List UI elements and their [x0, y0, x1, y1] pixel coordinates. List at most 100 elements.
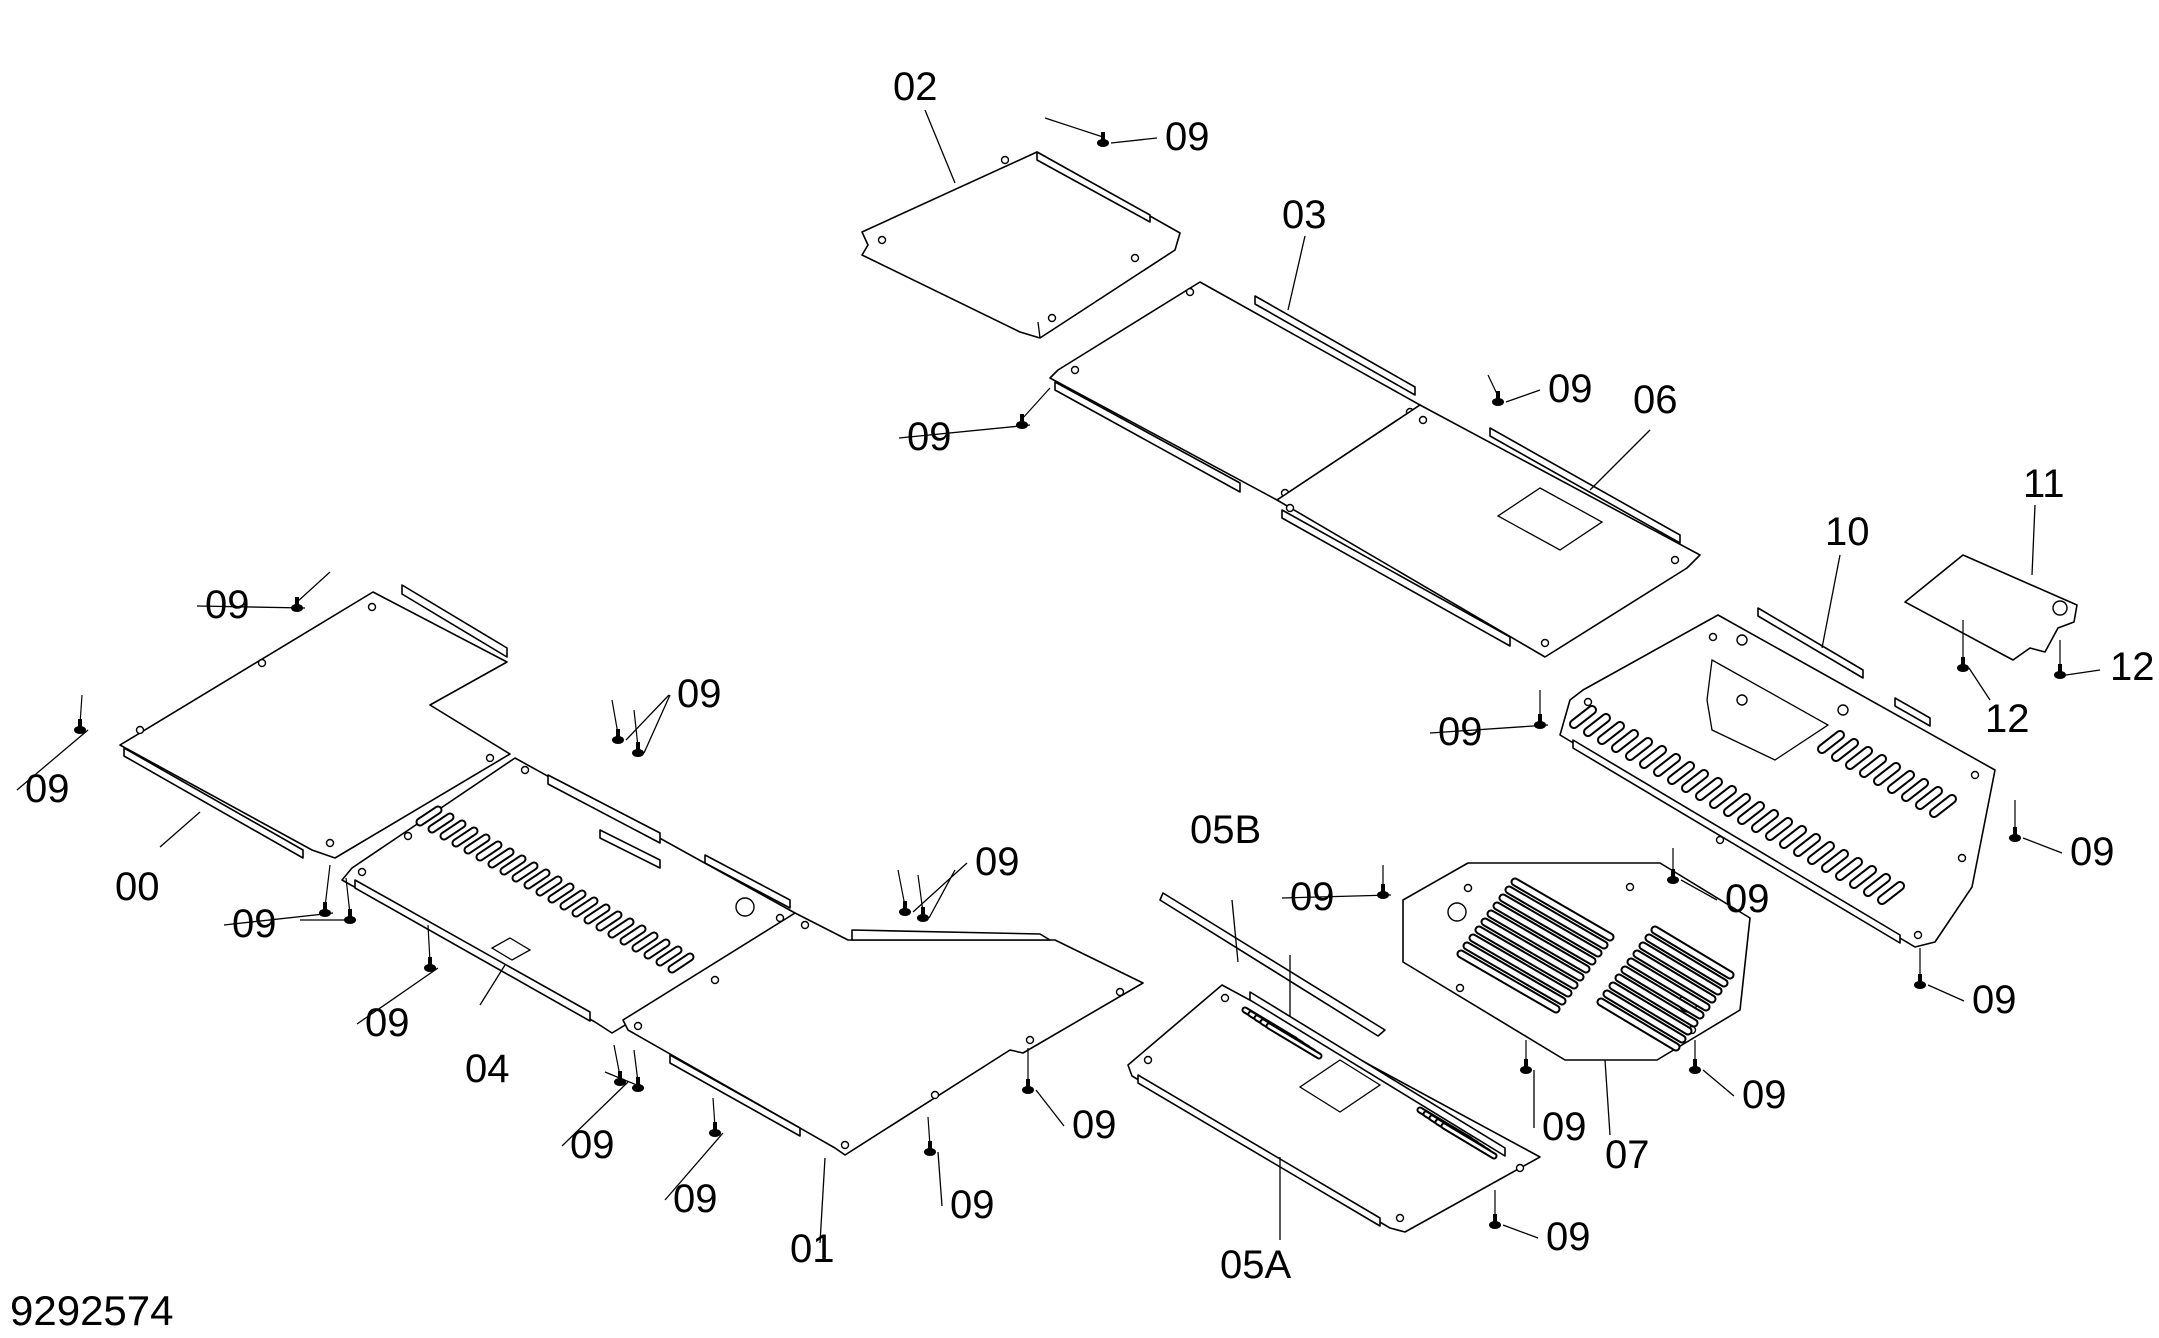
vent-slot-inner	[1506, 887, 1607, 948]
vent-slot-inner	[645, 940, 669, 958]
vent-slot-inner	[417, 807, 441, 825]
leader-line	[643, 694, 671, 754]
vent-slot-inner	[669, 954, 693, 972]
label-09: 09	[232, 902, 277, 946]
vent-slot-inner	[597, 912, 621, 930]
vent-slot-inner	[1571, 707, 1595, 727]
vent-slot-inner	[1494, 903, 1595, 964]
plate-04	[341, 757, 796, 1034]
bolt-09	[16, 694, 89, 791]
vent-slots-04	[415, 805, 695, 974]
vent-slot-inner	[1879, 883, 1903, 903]
bolt-09	[632, 709, 644, 757]
label-09: 09	[1072, 1103, 1117, 1147]
vent-slot-inner	[1627, 739, 1651, 759]
label-09: 09	[1438, 710, 1483, 754]
vent-slot-inner	[1610, 983, 1691, 1034]
plate-02	[861, 151, 1181, 339]
label-12a: 12	[1985, 697, 2030, 741]
part-labels: 02 03 06 10 11 12 12 05B 05A 07 00 04 01…	[10, 65, 2155, 1334]
drawing-number: 9292574	[10, 1287, 174, 1334]
vent-slot-inner	[1889, 772, 1913, 792]
vent-slot-inner	[1861, 756, 1885, 776]
vent-slot-inner	[1500, 895, 1601, 956]
vent-slot-inner	[1470, 935, 1571, 996]
bolt-09	[897, 862, 968, 916]
label-09: 09	[1542, 1105, 1587, 1149]
plate-01	[622, 912, 1144, 1156]
bolt-09	[2054, 640, 2066, 679]
vent-slot-inner	[1488, 911, 1589, 972]
label-05A: 05A	[1220, 1243, 1291, 1287]
leader-line	[928, 869, 956, 919]
vent-slots-07	[1456, 877, 1735, 1052]
label-09: 09	[570, 1123, 615, 1167]
bolt-09	[1281, 865, 1392, 899]
vent-slot-inner	[1809, 843, 1833, 863]
plate-03	[1049, 281, 1421, 501]
vent-slot-inner	[1585, 715, 1609, 735]
label-09: 09	[1546, 1215, 1591, 1259]
vent-slot-inner	[1697, 779, 1721, 799]
vent-slot-inner	[1851, 867, 1875, 887]
vent-slot-inner	[1267, 1024, 1321, 1058]
leader-line	[1968, 667, 1991, 701]
vent-slot-inner	[1753, 811, 1777, 831]
label-09: 09	[673, 1177, 718, 1221]
vent-slot-inner	[1622, 967, 1703, 1018]
vent-slot-inner	[537, 877, 561, 895]
vent-slot-inner	[1931, 796, 1955, 816]
vent-slot-inner	[1903, 780, 1927, 800]
label-06: 06	[1633, 378, 1678, 422]
vent-slot-inner	[1512, 879, 1613, 940]
label-09: 09	[365, 1001, 410, 1045]
vent-slot-inner	[549, 884, 573, 902]
vent-slot-inner	[429, 814, 453, 832]
bolt-09	[1487, 374, 1541, 406]
label-09: 09	[677, 672, 722, 716]
vent-slot-inner	[1781, 827, 1805, 847]
bolt-09	[611, 694, 670, 744]
vent-slot-inner	[1442, 1124, 1496, 1158]
vent-slot-inner	[1599, 723, 1623, 743]
vent-slot-inner	[561, 891, 585, 909]
vent-slot-inner	[1711, 787, 1735, 807]
bolt-09	[632, 1049, 644, 1092]
label-09: 09	[1548, 367, 1593, 411]
label-09: 09	[950, 1183, 995, 1227]
vent-slot-inner	[1917, 788, 1941, 808]
bolt-09	[2009, 800, 2063, 854]
bolt-09	[1689, 1040, 1735, 1097]
bolt-09	[1044, 117, 1158, 147]
vent-slot-inner	[609, 919, 633, 937]
label-12b: 12	[2110, 645, 2155, 689]
vent-slot-inner	[1865, 875, 1889, 895]
bolt-09	[917, 874, 929, 922]
vent-slot-inner	[1875, 764, 1899, 784]
vent-slot-inner	[501, 856, 525, 874]
label-00: 00	[115, 865, 160, 909]
vent-slot-inner	[1833, 740, 1857, 760]
label-09: 09	[1972, 978, 2017, 1022]
plate-05A	[1127, 984, 1541, 1233]
vent-slot-inner	[573, 898, 597, 916]
fasteners	[16, 117, 2101, 1239]
vent-slot-inner	[477, 842, 501, 860]
vent-slot-inner	[657, 947, 681, 965]
vent-slot-inner	[1669, 763, 1693, 783]
vent-slots-05A	[1241, 1006, 1498, 1160]
bolt-09	[196, 571, 331, 612]
vent-slot-inner	[1604, 991, 1685, 1042]
bolt-09	[1520, 1040, 1535, 1128]
vent-slot-inner	[1464, 943, 1565, 1004]
bolt-09	[1489, 1190, 1539, 1239]
label-09: 09	[1290, 875, 1335, 919]
label-05B: 05B	[1190, 808, 1261, 852]
vent-slot-inner	[453, 828, 477, 846]
bolt-09	[1957, 620, 1969, 672]
vent-slot-inner	[1767, 819, 1791, 839]
vent-slot-inner	[1598, 999, 1679, 1050]
